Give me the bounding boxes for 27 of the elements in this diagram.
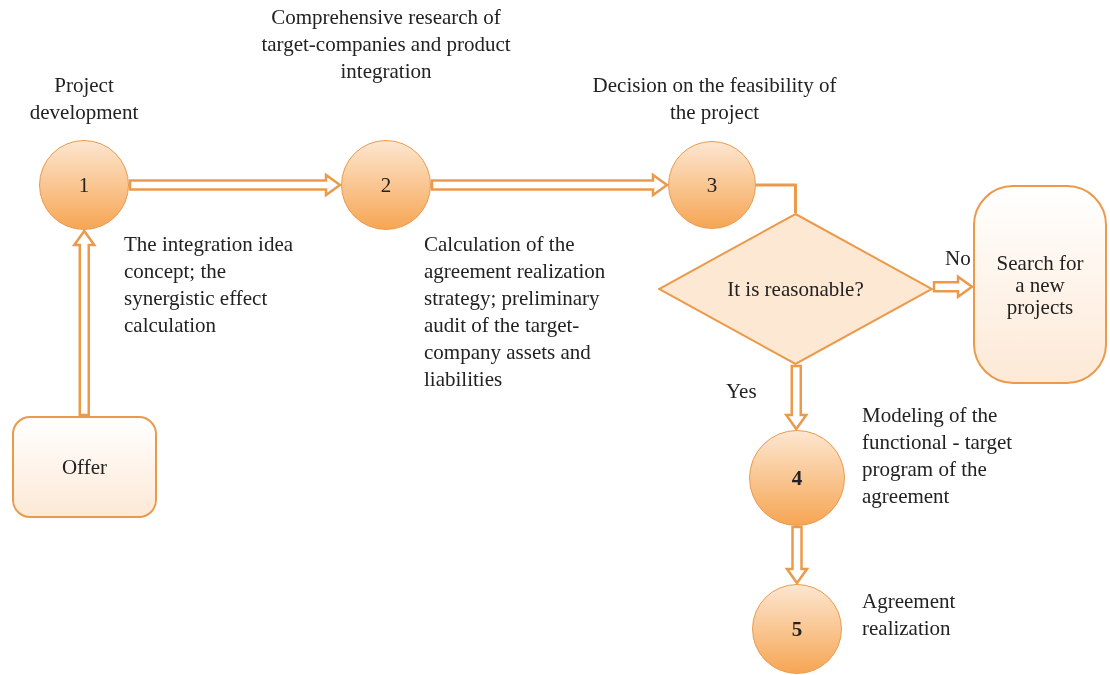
step-heading: Project development bbox=[28, 72, 140, 126]
node-label: Offer bbox=[61, 456, 108, 478]
step-number: 3 bbox=[706, 174, 718, 196]
step-description: Calculation of the agreement realization strategy; preliminary audit of the target-company assets and liabilities bbox=[424, 231, 607, 393]
hollow-arrow bbox=[430, 172, 670, 198]
hollow-arrow bbox=[128, 172, 343, 198]
step-number: 4 bbox=[791, 467, 803, 489]
hollow-arrow bbox=[932, 274, 975, 300]
step-number: 5 bbox=[791, 618, 803, 640]
step-heading: Comprehensive research of target-companies and product integration bbox=[260, 4, 512, 85]
step-number: 2 bbox=[380, 174, 392, 196]
step-description: The integration idea concept; the synergistic effect calculation bbox=[124, 231, 295, 339]
process-box bbox=[973, 185, 1107, 384]
hollow-arrow bbox=[784, 525, 810, 586]
edge-label: Yes bbox=[726, 378, 757, 405]
step-number: 1 bbox=[78, 174, 90, 196]
connector-line bbox=[756, 183, 797, 213]
node-label: It is reasonable? bbox=[727, 278, 864, 300]
step-description: Agreement realization bbox=[862, 588, 957, 642]
hollow-arrow bbox=[71, 228, 97, 417]
process-box bbox=[12, 416, 157, 518]
step-description: Modeling of the functional - target program of the agreement bbox=[862, 402, 1014, 510]
decision-diamond bbox=[658, 213, 933, 365]
hollow-arrow bbox=[783, 364, 809, 432]
step-heading: Decision on the feasibility of the project bbox=[592, 72, 837, 126]
node-label: Search for a new projects bbox=[995, 251, 1085, 318]
edge-label: No bbox=[945, 245, 971, 272]
